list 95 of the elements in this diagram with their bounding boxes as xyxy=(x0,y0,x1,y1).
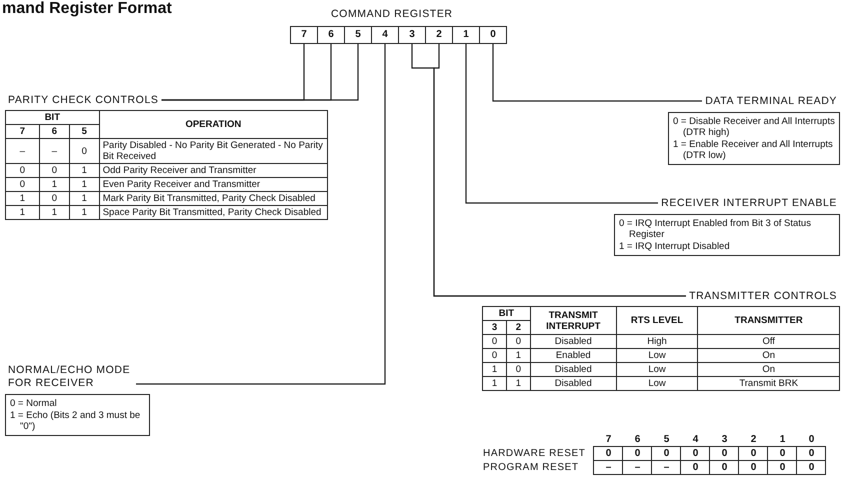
setting-text: Low xyxy=(616,362,698,376)
setting-text: Off xyxy=(698,334,840,348)
setting-text: Mark Parity Bit Transmitted, Parity Check Disabled xyxy=(99,192,328,206)
setting-text: Low xyxy=(616,348,698,362)
bit-value: 1 xyxy=(69,206,100,220)
bit-value: 0 xyxy=(482,334,506,348)
reset-value: 0 xyxy=(768,446,797,460)
column-header: 2 xyxy=(506,320,530,334)
register-bit: 3 xyxy=(398,26,426,44)
setting-text: Transmit BRK xyxy=(698,376,840,390)
bit-number: 5 xyxy=(652,433,681,446)
leader-line xyxy=(465,44,658,204)
column-header: 7 xyxy=(6,124,40,138)
bit-number: 6 xyxy=(622,433,652,446)
reset-value: 0 xyxy=(622,446,652,460)
register-bit: 6 xyxy=(317,26,345,44)
reset-value: 0 xyxy=(652,446,681,460)
bit-value: 1 xyxy=(69,192,100,206)
reset-value: 0 xyxy=(738,460,768,474)
diagram-title: mand Register Format xyxy=(2,0,172,18)
setting-text: Even Parity Receiver and Transmitter xyxy=(99,178,328,192)
bit-value: – xyxy=(6,138,40,164)
register-bit: 5 xyxy=(344,26,372,44)
bit-value: 1 xyxy=(69,178,100,192)
reset-value: 0 xyxy=(594,446,623,460)
setting-text: Odd Parity Receiver and Transmitter xyxy=(99,164,328,178)
bit-value: 0 xyxy=(6,178,40,192)
row-label: HARDWARE RESET xyxy=(480,446,594,460)
bit-value: 0 xyxy=(6,164,40,178)
reset-value: 0 xyxy=(710,446,739,460)
reset-value: 0 xyxy=(796,446,826,460)
bit-value: 1 xyxy=(69,164,100,178)
column-header: OPERATION xyxy=(99,110,328,138)
bit-value: 0 xyxy=(69,138,100,164)
reset-value: 0 xyxy=(710,460,739,474)
setting-text: Disabled xyxy=(530,376,616,390)
reset-value: 0 xyxy=(768,460,797,474)
bit-value: 1 xyxy=(6,206,40,220)
bit-value: 1 xyxy=(482,376,506,390)
reset-value: – xyxy=(622,460,652,474)
bit-value: 1 xyxy=(482,362,506,376)
bit-value: 1 xyxy=(39,178,70,192)
setting-text: Space Parity Bit Transmitted, Parity Check Disabled xyxy=(99,206,328,220)
register-bit: 2 xyxy=(425,26,453,44)
bit-number: 0 xyxy=(796,433,826,446)
bit-value: 0 xyxy=(39,164,70,178)
bit-value: – xyxy=(39,138,70,164)
bit-value: 1 xyxy=(506,348,530,362)
column-header: TRANSMIT INTERRUPT xyxy=(530,306,616,334)
setting-text: On xyxy=(698,362,840,376)
setting-text: Parity Disabled - No Parity Bit Generated - No Parity Bit Received xyxy=(99,138,328,164)
value-description: 1 = Echo (Bits 2 and 3 must be "0") xyxy=(10,410,142,432)
column-header: TRANSMITTER xyxy=(698,306,840,334)
setting-text: High xyxy=(616,334,698,348)
column-header: 5 xyxy=(69,124,100,138)
row-label: PROGRAM RESET xyxy=(480,460,594,474)
bit-value: 0 xyxy=(506,362,530,376)
column-header: BIT xyxy=(6,110,100,124)
value-description: 0 = Disable Receiver and All Interrupts (DTR high) xyxy=(673,116,835,138)
value-description: 0 = Normal xyxy=(10,398,58,409)
setting-text: Low xyxy=(616,376,698,390)
bit-number: 1 xyxy=(768,433,797,446)
reset-value: 0 xyxy=(680,446,710,460)
reset-value: 0 xyxy=(680,460,710,474)
bit-value: 0 xyxy=(506,334,530,348)
bit-number: 4 xyxy=(680,433,710,446)
value-description: 1 = IRQ Interrupt Disabled xyxy=(619,241,731,252)
bit-number: 3 xyxy=(710,433,739,446)
reset-value: – xyxy=(652,460,681,474)
leader-line xyxy=(136,44,386,385)
reset-value: 0 xyxy=(738,446,768,460)
setting-text: Enabled xyxy=(530,348,616,362)
register-bit: 0 xyxy=(479,26,507,44)
value-description: 1 = Enable Receiver and All Interrupts (DTR low) xyxy=(673,139,834,161)
leader-line xyxy=(492,44,702,102)
bit-value: 0 xyxy=(482,348,506,362)
setting-text: On xyxy=(698,348,840,362)
value-description: 0 = IRQ Interrupt Enabled from Bit 3 of Status Register xyxy=(619,218,812,240)
bit-value: 1 xyxy=(506,376,530,390)
column-header: BIT xyxy=(482,306,530,320)
reset-value: 0 xyxy=(796,460,826,474)
setting-text: Disabled xyxy=(530,362,616,376)
setting-text: Disabled xyxy=(530,334,616,348)
bit-value: 1 xyxy=(6,192,40,206)
reset-value: – xyxy=(594,460,623,474)
register-bit: 4 xyxy=(371,26,399,44)
bit-value: 0 xyxy=(39,192,70,206)
register-bit: 7 xyxy=(290,26,318,44)
bit-number: 7 xyxy=(594,433,623,446)
column-header: 3 xyxy=(482,320,506,334)
bit-number: 2 xyxy=(738,433,768,446)
register-bit: 1 xyxy=(452,26,480,44)
column-header: 6 xyxy=(39,124,70,138)
bit-value: 1 xyxy=(39,206,70,220)
column-header: RTS LEVEL xyxy=(616,306,698,334)
